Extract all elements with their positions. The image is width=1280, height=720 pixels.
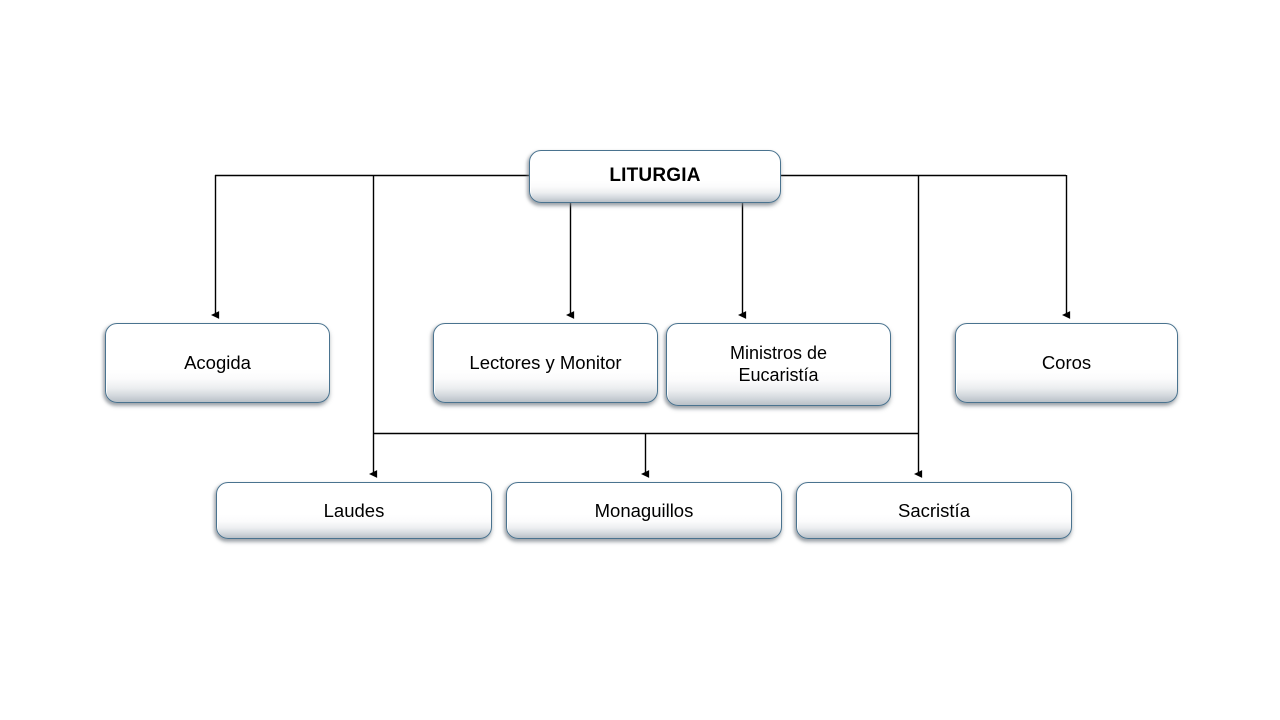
node-liturgia[interactable]: LITURGIA [529,150,781,203]
node-laudes-label: Laudes [323,499,385,521]
node-ministros-de-eucaristia[interactable]: Ministros de Eucaristía [666,323,891,406]
node-coros-label: Coros [1041,352,1092,374]
node-coros[interactable]: Coros [955,323,1178,403]
node-ministros-de-eucaristia-label: Ministros de Eucaristía [729,343,828,385]
node-sacristia-label: Sacristía [898,499,970,521]
node-monaguillos-label: Monaguillos [594,499,694,521]
node-lectores-y-monitor[interactable]: Lectores y Monitor [433,323,658,403]
node-laudes[interactable]: Laudes [216,482,492,539]
node-lectores-y-monitor-label: Lectores y Monitor [469,352,622,374]
node-liturgia-label: LITURGIA [609,165,701,187]
node-acogida-label: Acogida [184,352,251,374]
node-sacristia[interactable]: Sacristía [796,482,1072,539]
node-acogida[interactable]: Acogida [105,323,330,403]
node-monaguillos[interactable]: Monaguillos [506,482,782,539]
